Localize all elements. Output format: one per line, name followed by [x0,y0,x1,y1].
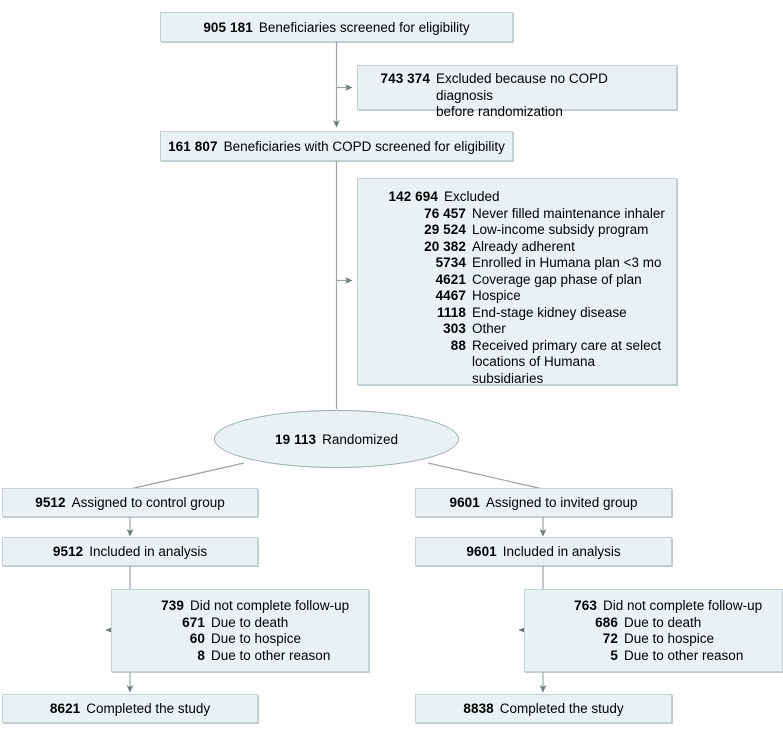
node-copd-screened-number: 161 807 [168,138,218,154]
invited-assigned-number: 9601 [449,495,480,510]
node-excluded-no-copd-label: Excluded because no COPD diagnosis befor… [436,71,608,119]
node-copd-screened: 161 807 Beneficiaries with COPD screened… [160,131,513,161]
invited-completed-label: Completed the study [499,701,624,716]
invited-lost-reason-number: 5 [610,647,618,663]
excluded-total-label: Excluded [444,189,500,204]
excluded-reason-number: 1118 [437,304,466,320]
node-invited-lost: 763 Did not complete follow-up 686 Due t… [524,589,783,672]
control-lost-reason-label: Due to hospice [211,631,302,646]
excluded-reason-label: Already adherent [472,238,575,254]
excluded-reason-label: Hospice [472,288,521,303]
invited-lost-reason-label: Due to other reason [624,647,744,663]
control-lost-number: 739 [161,598,184,613]
control-analysis-number: 9512 [52,544,84,559]
excluded-reason-label: Enrolled in Humana plan <3 mo [472,255,662,270]
control-lost-reason-label: Due to other reason [211,647,331,663]
node-excluded-detail: 142 694 Excluded 76 457 Never filled mai… [357,178,677,386]
excluded-reason-number: 5734 [435,255,466,270]
control-lost-reason-number: 8 [197,647,205,663]
node-randomized: 19 113 Randomized [214,410,459,468]
excluded-reason-number: 4467 [435,288,466,303]
invited-lost-number: 763 [574,598,597,613]
excluded-reason-number: 88 [450,337,466,353]
excluded-reason-label: End-stage kidney disease [472,304,627,320]
node-screened: 905 181 Beneficiaries screened for eligi… [160,12,513,42]
excluded-reason-label: Coverage gap phase of plan [472,271,642,287]
node-invited-assigned: 9601 Assigned to invited group [415,488,672,517]
node-screened-number: 905 181 [203,19,253,35]
node-randomized-label: Randomized [322,431,398,447]
invited-assigned-label: Assigned to invited group [485,495,638,510]
excluded-reason-label: Never filled maintenance inhaler [472,205,665,221]
invited-completed-number: 8838 [463,701,494,716]
control-assigned-label: Assigned to control group [71,495,225,510]
node-screened-label: Beneficiaries screened for eligibility [258,19,470,35]
excluded-reason-label: Other [472,321,506,336]
node-copd-screened-label: Beneficiaries with COPD screened for eli… [223,138,505,154]
node-randomized-number: 19 113 [275,431,317,447]
invited-lost-reason-label: Due to death [624,614,702,630]
node-excluded-no-copd: 743 374 Excluded because no COPD diagnos… [357,65,677,119]
node-control-assigned: 9512 Assigned to control group [2,488,258,517]
control-assigned-number: 9512 [35,495,66,510]
node-control-completed: 8621 Completed the study [2,694,258,723]
invited-lost-reason-label: Due to hospice [624,631,715,646]
invited-lost-reason-number: 72 [602,631,618,646]
node-excluded-no-copd-number: 743 374 [380,71,430,86]
excluded-total-number: 142 694 [388,189,438,204]
node-control-analysis: 9512 Included in analysis [2,537,258,566]
node-control-lost: 739 Did not complete follow-up 671 Due t… [111,589,369,672]
node-invited-analysis: 9601 Included in analysis [415,537,672,566]
control-lost-reason-number: 671 [182,614,205,630]
invited-lost-label: Did not complete follow-up [603,598,763,613]
excluded-reason-number: 4621 [435,271,466,287]
control-lost-reason-number: 60 [189,631,205,646]
excluded-reason-label: Received primary care at select location… [472,337,662,386]
excluded-reason-number: 29 524 [424,222,466,237]
invited-lost-reason-number: 686 [595,614,618,630]
excluded-reason-number: 20 382 [424,238,466,254]
excluded-reason-number: 76 457 [424,205,466,221]
invited-analysis-number: 9601 [466,544,497,559]
control-lost-label: Did not complete follow-up [190,598,350,613]
invited-analysis-label: Included in analysis [502,544,621,559]
control-lost-reason-label: Due to death [211,614,289,630]
node-invited-completed: 8838 Completed the study [415,694,672,723]
excluded-reason-label: Low-income subsidy program [472,222,649,237]
excluded-reason-number: 303 [443,321,466,336]
control-completed-number: 8621 [49,701,81,716]
control-analysis-label: Included in analysis [89,544,208,559]
control-completed-label: Completed the study [86,701,211,716]
